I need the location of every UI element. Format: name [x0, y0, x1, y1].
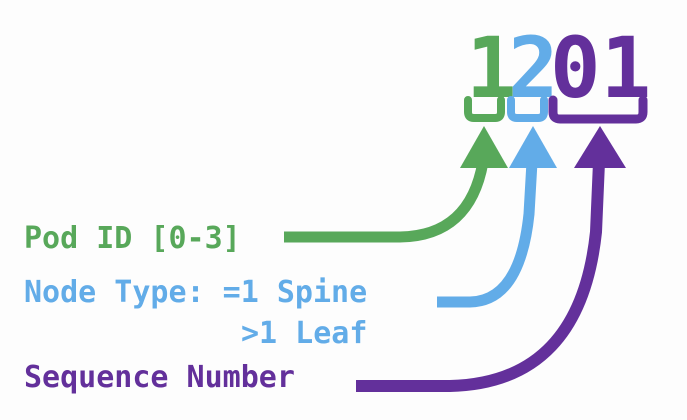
node-type-arrowhead: [509, 126, 557, 168]
sequence-number-arrowhead: [574, 126, 626, 168]
sequence-bracket: [548, 95, 648, 124]
pod-id-bracket: [464, 96, 505, 122]
sequence-digits: 01: [550, 19, 652, 117]
pod-id-arrowhead: [460, 126, 508, 168]
sequence-number-label: Sequence Number: [24, 360, 295, 395]
pod-id-arrow: [284, 160, 489, 243]
node-type-label: Node Type: =1 Spine: [24, 275, 368, 310]
node-type-digit: 2: [508, 19, 559, 117]
pod-id-digit: 1: [466, 19, 517, 117]
sequence-number-arrow: [356, 161, 605, 392]
node-type-arrow: [437, 161, 538, 308]
node-type-label-continued: >1 Leaf: [241, 316, 368, 351]
pod-id-label: Pod ID [0-3]: [24, 221, 241, 256]
node-type-bracket: [507, 96, 548, 122]
